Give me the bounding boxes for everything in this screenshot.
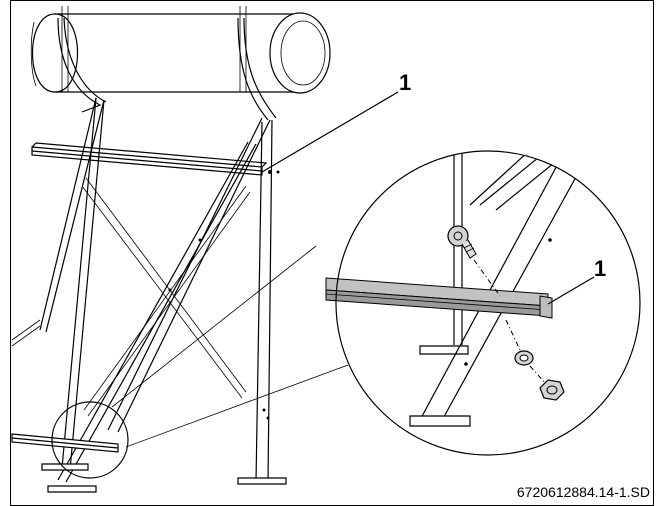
callout-1-detail-label: 1: [594, 256, 606, 281]
tank-frame-assembly: 1: [11, 6, 411, 493]
detail-view: 1: [325, 150, 641, 456]
cross-braces: [11, 177, 251, 417]
callout-1-detail-leader: [547, 276, 595, 305]
callout-1-label: 1: [399, 70, 411, 95]
callout-1-leader: [261, 91, 399, 173]
washer: [505, 319, 534, 366]
feet: [41, 463, 287, 493]
tank-brackets: [57, 17, 277, 121]
lower-rail: [11, 433, 119, 453]
rear-legs: [39, 97, 273, 483]
rail-profile: [325, 277, 553, 319]
front-rail: [31, 142, 268, 176]
figure-code: 6720612884.14-1.SD: [517, 484, 650, 500]
bolt-dots: [168, 170, 280, 420]
water-tank: [30, 6, 331, 94]
nut: [529, 365, 565, 401]
bolt: [447, 225, 501, 297]
magnified-spot: [51, 401, 129, 479]
detail-connector: [111, 245, 349, 448]
front-diagonal-leg: [57, 117, 271, 483]
